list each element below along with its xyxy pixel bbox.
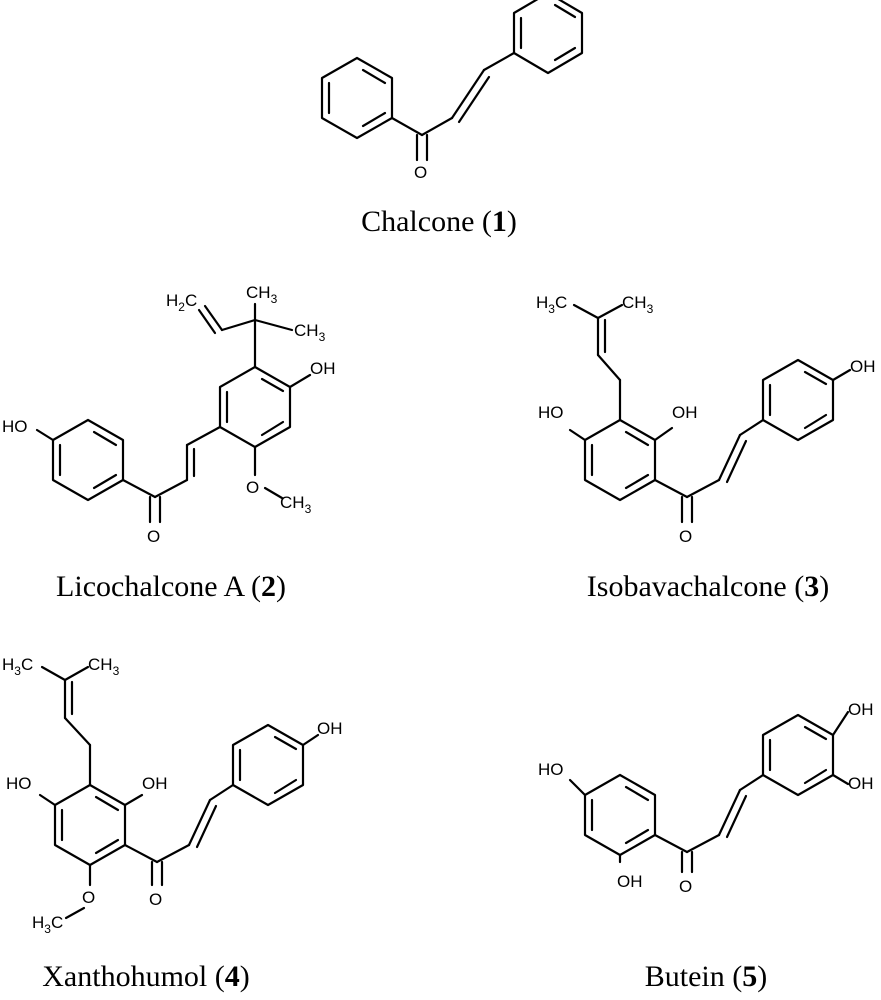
structure-isobavachalcone: HO OH H3C CH3 O OH [536, 293, 876, 546]
hydroxyl-label: OH [142, 774, 168, 793]
hydroxyl-label: OH [310, 359, 336, 378]
methyl-label: CH3 [246, 283, 278, 306]
hydroxyl-label: HO [538, 760, 564, 779]
hydroxyl-label: HO [538, 403, 564, 422]
oxygen-label: O [149, 890, 162, 909]
oxygen-label: O [147, 527, 160, 546]
oxygen-label: O [414, 163, 427, 182]
structure-licochalcone-a: HO O OH O CH3 H2C CH3 CH3 [2, 283, 336, 546]
oxygen-label: O [679, 527, 692, 546]
oxygen-label: O [246, 478, 259, 497]
methyl-label: CH3 [280, 493, 312, 516]
structure-chalcone: O [320, 0, 584, 182]
caption-licochalcone-a: Licochalcone A (2) [56, 570, 286, 603]
methylene-label: H2C [166, 291, 197, 314]
structure-xanthohumol: HO OH H3C CH3 O H3C O OH [2, 655, 343, 936]
oxygen-label: O [679, 877, 692, 896]
hydroxyl-label: OH [617, 872, 643, 891]
hydroxyl-label: OH [848, 774, 874, 793]
methyl-label: CH3 [622, 293, 654, 316]
caption-chalcone: Chalcone (1) [361, 205, 517, 238]
hydroxyl-label: OH [317, 719, 343, 738]
caption-butein: Butein (5) [644, 960, 768, 993]
hydroxyl-label: OH [848, 700, 874, 719]
methyl-label: CH3 [294, 321, 326, 344]
methyl-label: H3C [2, 655, 33, 678]
hydroxyl-label: HO [2, 417, 28, 436]
hydroxyl-label: OH [672, 403, 698, 422]
methyl-label: H3C [536, 293, 567, 316]
oxygen-label: O [82, 888, 95, 907]
hydroxyl-label: HO [6, 774, 32, 793]
caption-isobavachalcone: Isobavachalcone (3) [586, 570, 830, 603]
caption-xanthohumol: Xanthohumol (4) [42, 960, 250, 993]
hydroxyl-label: OH [850, 357, 876, 376]
methyl-label: CH3 [88, 655, 120, 678]
methyl-label: H3C [32, 913, 63, 936]
structure-butein: HO OH O OH OH [538, 700, 874, 896]
